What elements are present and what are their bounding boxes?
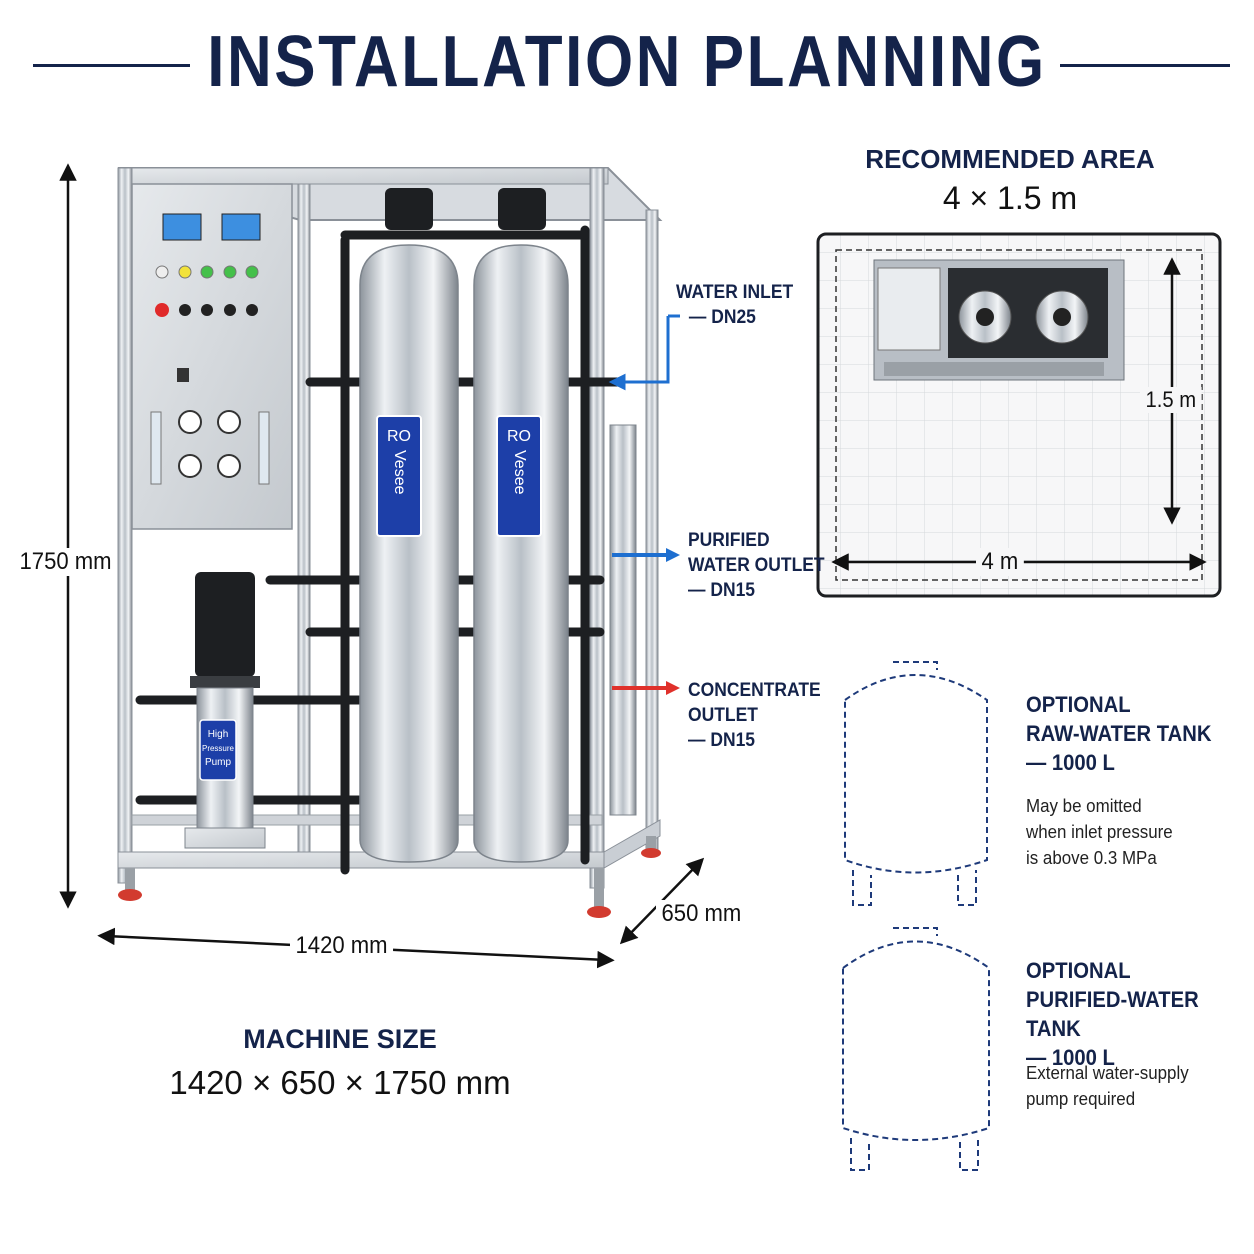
pump-label: High Pressure Pump xyxy=(201,729,234,768)
title-rule-left xyxy=(33,64,190,67)
height-dimension-label: 1750 mm xyxy=(14,548,118,576)
purified-arrow xyxy=(612,548,680,562)
raw-tank-title: OPTIONAL RAW-WATER TANK — 1000 L xyxy=(1026,692,1212,775)
concentrate-outlet-label: CONCENTRATE OUTLET — DN15 xyxy=(688,680,821,751)
pure-tank-title: OPTIONAL PURIFIED-WATER TANK — 1000 L xyxy=(1026,958,1199,1070)
pure-tank-note: External water-supply pump required xyxy=(1026,1063,1189,1109)
vessel-1-label: RO Vesee xyxy=(387,428,411,495)
concentrate-arrow xyxy=(612,681,680,695)
purified-outlet-label: PURIFIED WATER OUTLET — DN15 xyxy=(688,530,825,601)
ro-machine xyxy=(117,167,663,918)
page-title: INSTALLATION PLANNING xyxy=(207,22,1047,102)
area-depth-label: 1.5 m xyxy=(1140,387,1202,413)
recommended-area-heading: RECOMMENDED AREA xyxy=(865,144,1155,174)
area-width-label: 4 m xyxy=(976,548,1024,576)
width-dimension-label: 1420 mm xyxy=(290,932,394,960)
raw-water-tank xyxy=(844,661,988,906)
recommended-area-size: 4 × 1.5 m xyxy=(942,180,1078,216)
inlet-arrow xyxy=(608,314,680,391)
machine-size-heading: MACHINE SIZE xyxy=(243,1024,437,1054)
vessel-2-label: RO Vesee xyxy=(507,428,531,495)
recommended-area-plan xyxy=(816,232,1222,598)
purified-water-tank xyxy=(842,927,990,1171)
title-rule-right xyxy=(1060,64,1230,67)
raw-tank-note: May be omitted when inlet pressure is ab… xyxy=(1026,796,1173,868)
depth-dimension-label: 650 mm xyxy=(656,900,747,928)
water-inlet-label: WATER INLET — DN25 xyxy=(676,282,794,328)
machine-size-value: 1420 × 650 × 1750 mm xyxy=(169,1064,511,1101)
